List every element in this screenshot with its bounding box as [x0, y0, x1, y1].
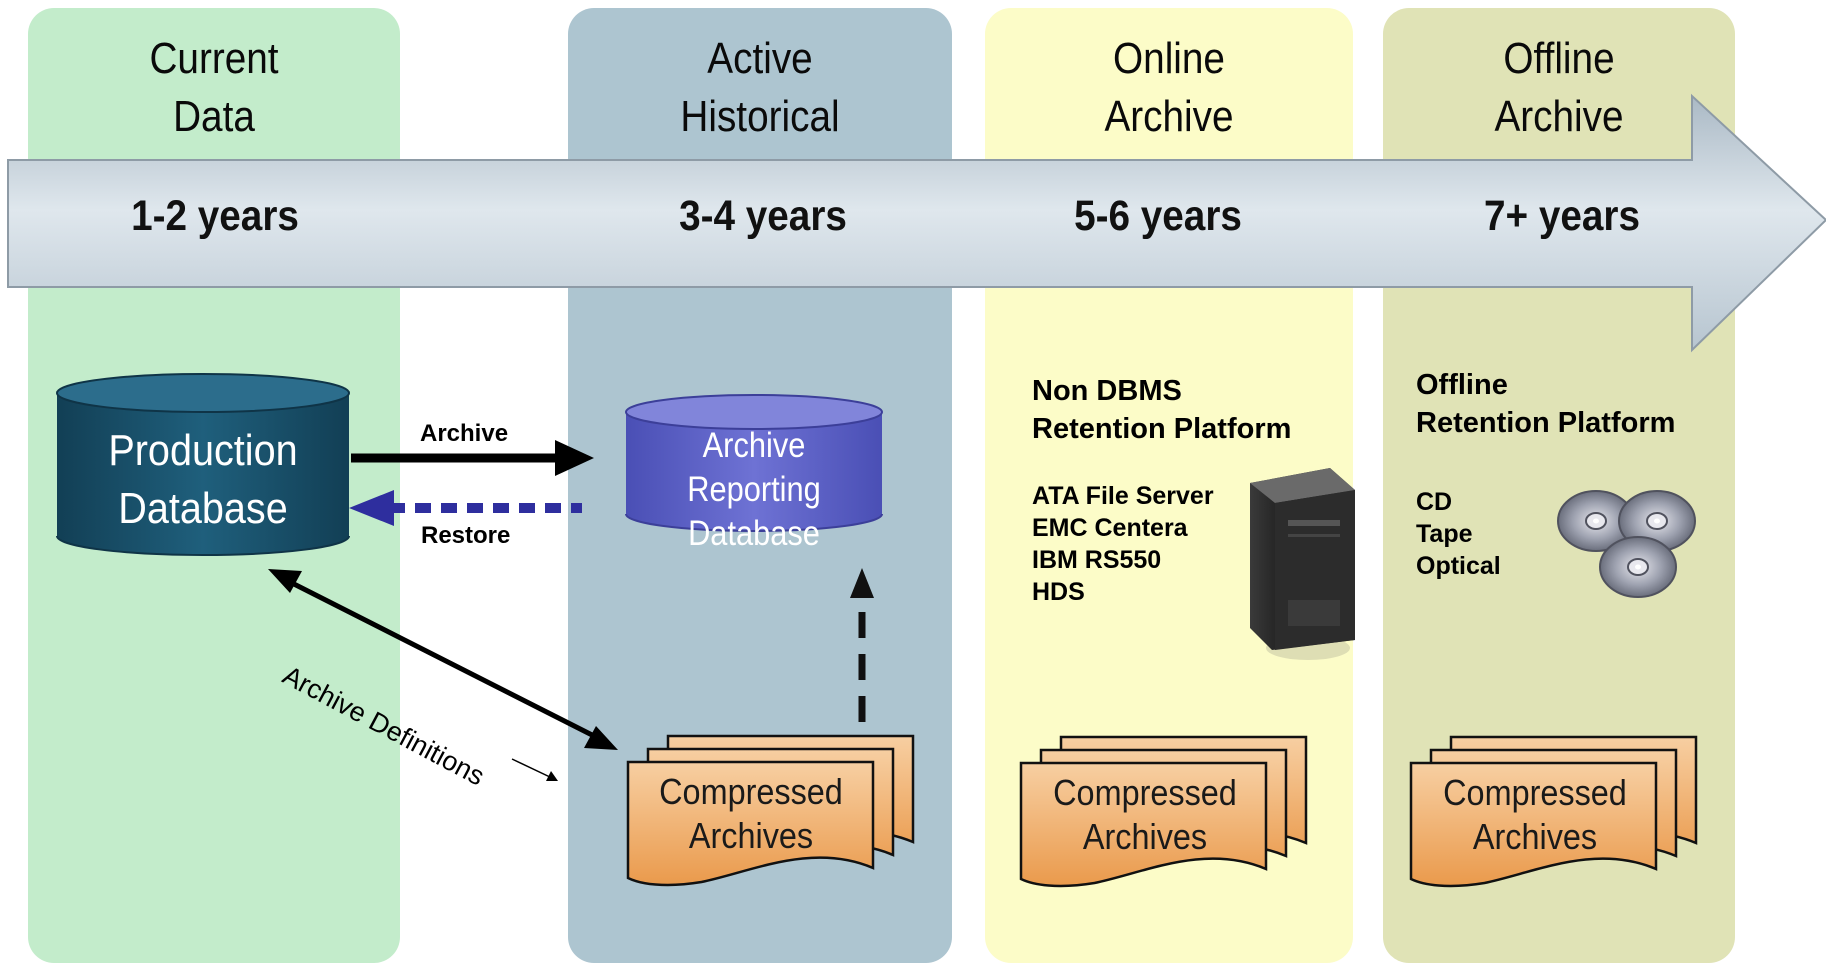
reporting-database-label: Archive Reporting Database — [687, 426, 821, 553]
years-current-data: 1-2 years — [131, 192, 299, 240]
archive-document-sheet — [1019, 761, 1268, 888]
production-database-label: Production Database — [108, 426, 298, 533]
online-platform-items: ATA File Server EMC Centera IBM RS550 HD… — [1032, 482, 1214, 606]
archive-flow-label: Archive — [420, 420, 509, 447]
online-platform-title: Non DBMS Retention Platform — [1032, 375, 1292, 445]
column-title-online-archive: Online Archive — [1104, 34, 1234, 141]
definitions-pointer-arrow — [511, 758, 558, 781]
timeline-arrow — [7, 93, 1826, 353]
years-active-historical: 3-4 years — [679, 192, 847, 240]
reporting-database-cylinder — [625, 394, 883, 532]
years-online-archive: 5-6 years — [1074, 192, 1242, 240]
server-icon — [1250, 468, 1355, 660]
archive-definitions-arrow — [268, 569, 618, 750]
column-title-offline-archive: Offline Archive — [1494, 34, 1624, 141]
archive-arrow — [351, 440, 594, 476]
restore-arrow — [349, 490, 582, 526]
cd-discs-icon — [1557, 490, 1696, 598]
archive-document-sheet — [626, 760, 875, 887]
column-title-current-data: Current Data — [149, 34, 279, 141]
production-database-cylinder — [56, 373, 350, 556]
reload-arrow — [850, 568, 874, 722]
offline-platform-items: CD Tape Optical — [1416, 488, 1501, 580]
years-offline-archive: 7+ years — [1483, 192, 1641, 240]
compressed-archives-stack-offline — [1409, 735, 1698, 888]
compressed-archives-label-offline: Compressed Archives — [1443, 772, 1627, 857]
compressed-archives-stack-online — [1019, 735, 1308, 888]
column-title-active-historical: Active Historical — [680, 34, 840, 141]
compressed-archives-stack-active — [626, 734, 915, 887]
restore-flow-label: Restore — [421, 522, 511, 549]
compressed-archives-label-online: Compressed Archives — [1053, 772, 1237, 857]
compressed-archives-label-active: Compressed Archives — [659, 771, 843, 856]
archive-document-sheet — [1409, 761, 1658, 888]
offline-platform-title: Offline Retention Platform — [1416, 369, 1676, 439]
